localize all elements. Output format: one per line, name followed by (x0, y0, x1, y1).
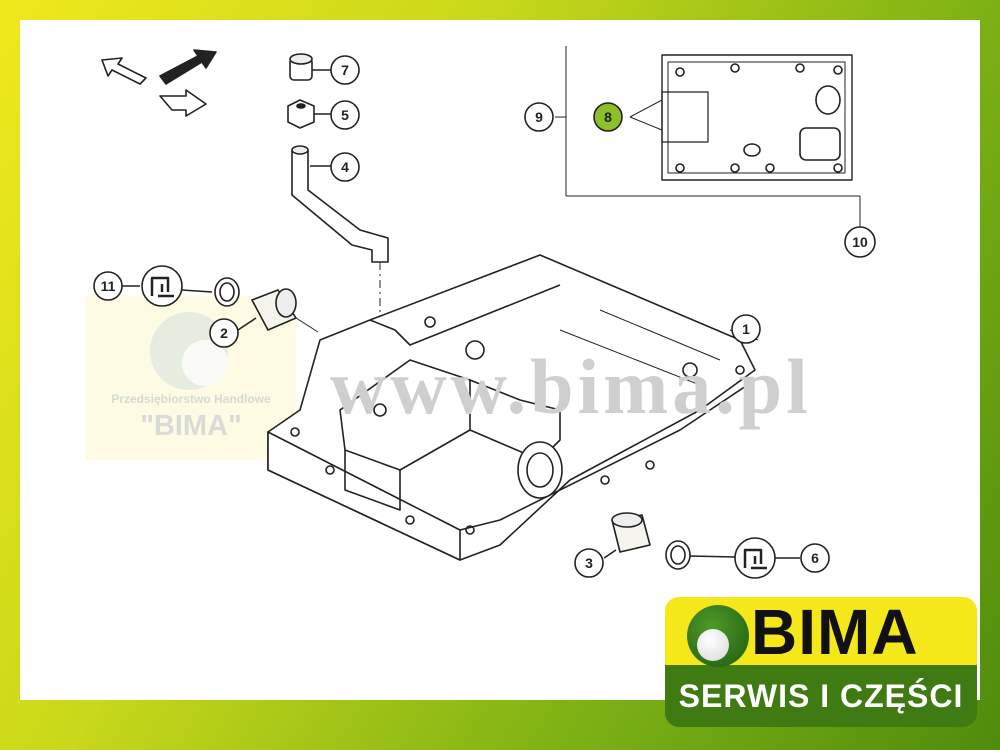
arrows-icon (101, 49, 217, 117)
svg-text:7: 7 (341, 62, 349, 78)
watermark-company-line: Przedsiębiorstwo Handlowe (111, 392, 271, 406)
svg-text:3: 3 (585, 555, 593, 571)
inset-cover-drawing (555, 46, 861, 230)
part-11-seal (122, 265, 240, 307)
callout-9[interactable]: 9 (524, 102, 554, 132)
part-3-bushing (603, 512, 651, 559)
svg-text:8: 8 (604, 109, 612, 125)
callout-7[interactable]: 7 (330, 55, 360, 85)
logo-brand: BIMA (751, 596, 919, 668)
part-5-nut (287, 99, 332, 129)
svg-text:9: 9 (535, 109, 543, 125)
callout-2[interactable]: 2 (209, 318, 239, 348)
callout-11[interactable]: 11 (93, 271, 123, 301)
watermark-url: www.bima.pl (330, 343, 812, 430)
logo-tagline: SERWIS I CZĘŚCI (678, 678, 964, 714)
svg-text:5: 5 (341, 107, 349, 123)
callout-3[interactable]: 3 (574, 548, 604, 578)
callout-1[interactable]: 1 (731, 314, 761, 344)
callout-6[interactable]: 6 (800, 543, 830, 573)
part-4-rod (291, 145, 389, 400)
svg-text:1: 1 (742, 321, 750, 337)
svg-text:2: 2 (220, 325, 228, 341)
watermark-logo-ball (182, 340, 228, 386)
svg-text:11: 11 (101, 278, 116, 294)
svg-text:6: 6 (811, 550, 819, 566)
part-1-housing (267, 254, 759, 561)
part-6-seal (665, 537, 800, 579)
svg-text:10: 10 (852, 234, 868, 250)
callout-10[interactable]: 10 (844, 226, 876, 258)
callout-4[interactable]: 4 (330, 152, 360, 182)
svg-text:4: 4 (341, 159, 349, 175)
callout-5[interactable]: 5 (330, 100, 360, 130)
watermark-company-name: "BIMA" (140, 410, 242, 442)
bima-logo: BIMA SERWIS I CZĘŚCI (665, 597, 977, 727)
part-7-cap (289, 53, 332, 81)
part-2-bushing (237, 288, 319, 333)
callout-8-highlighted[interactable]: 8 (593, 102, 623, 132)
